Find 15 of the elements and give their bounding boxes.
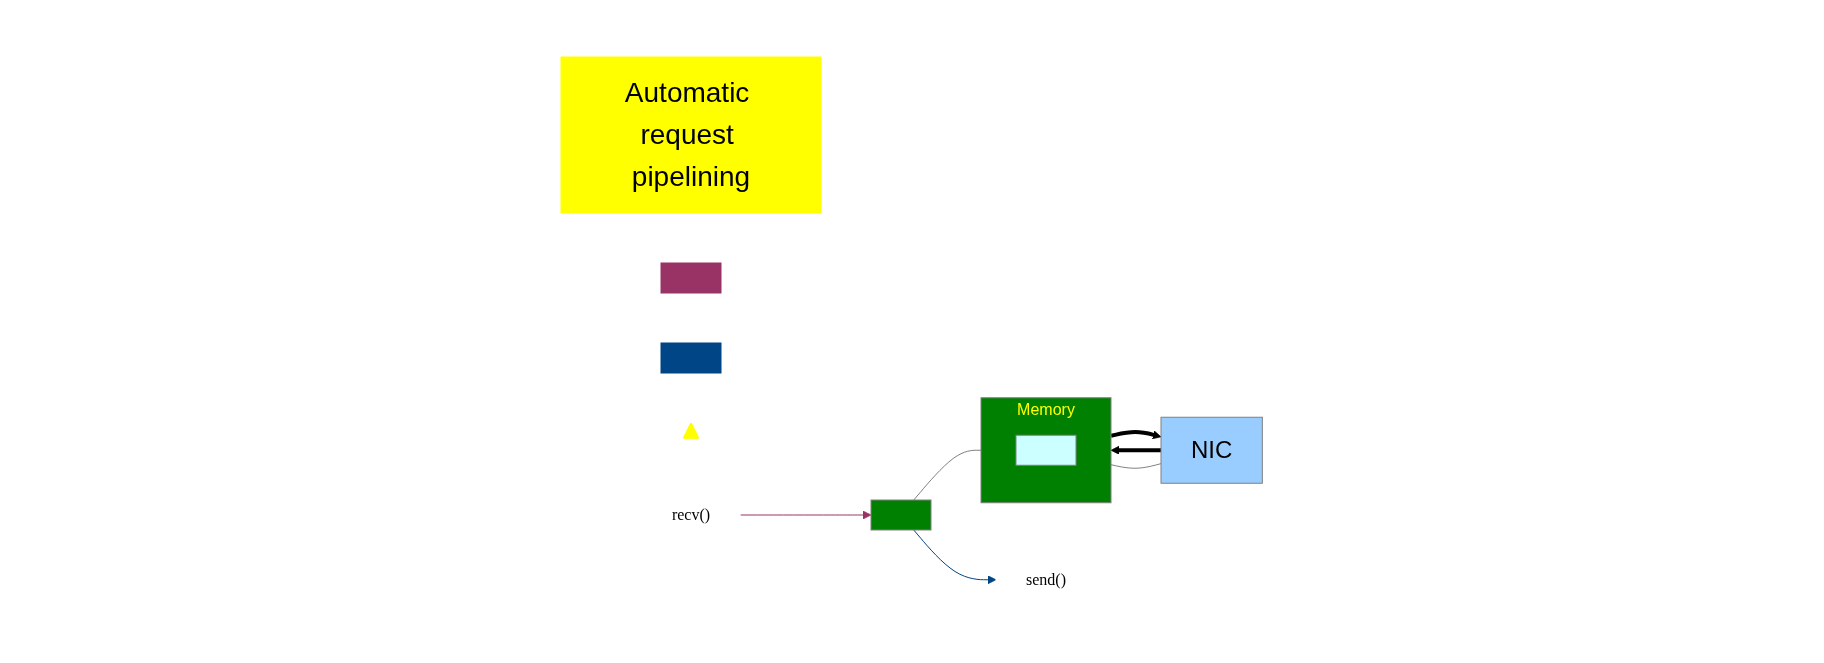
arrow (1110, 445, 1162, 455)
node-box: Automatic request pipelining (560, 56, 822, 214)
node-box (870, 499, 932, 531)
connector (1110, 462, 1162, 469)
cluster: Memory (980, 396, 1112, 503)
node-text: recv() (672, 505, 711, 523)
node-box (660, 262, 722, 294)
node-box (660, 342, 722, 374)
arrow (913, 529, 997, 584)
node-box: NIC (1160, 416, 1264, 484)
node-text: send() (1026, 570, 1067, 588)
arrow (1110, 429, 1162, 439)
arrow (739, 510, 872, 520)
connector (913, 449, 982, 501)
node-box (1015, 434, 1077, 466)
